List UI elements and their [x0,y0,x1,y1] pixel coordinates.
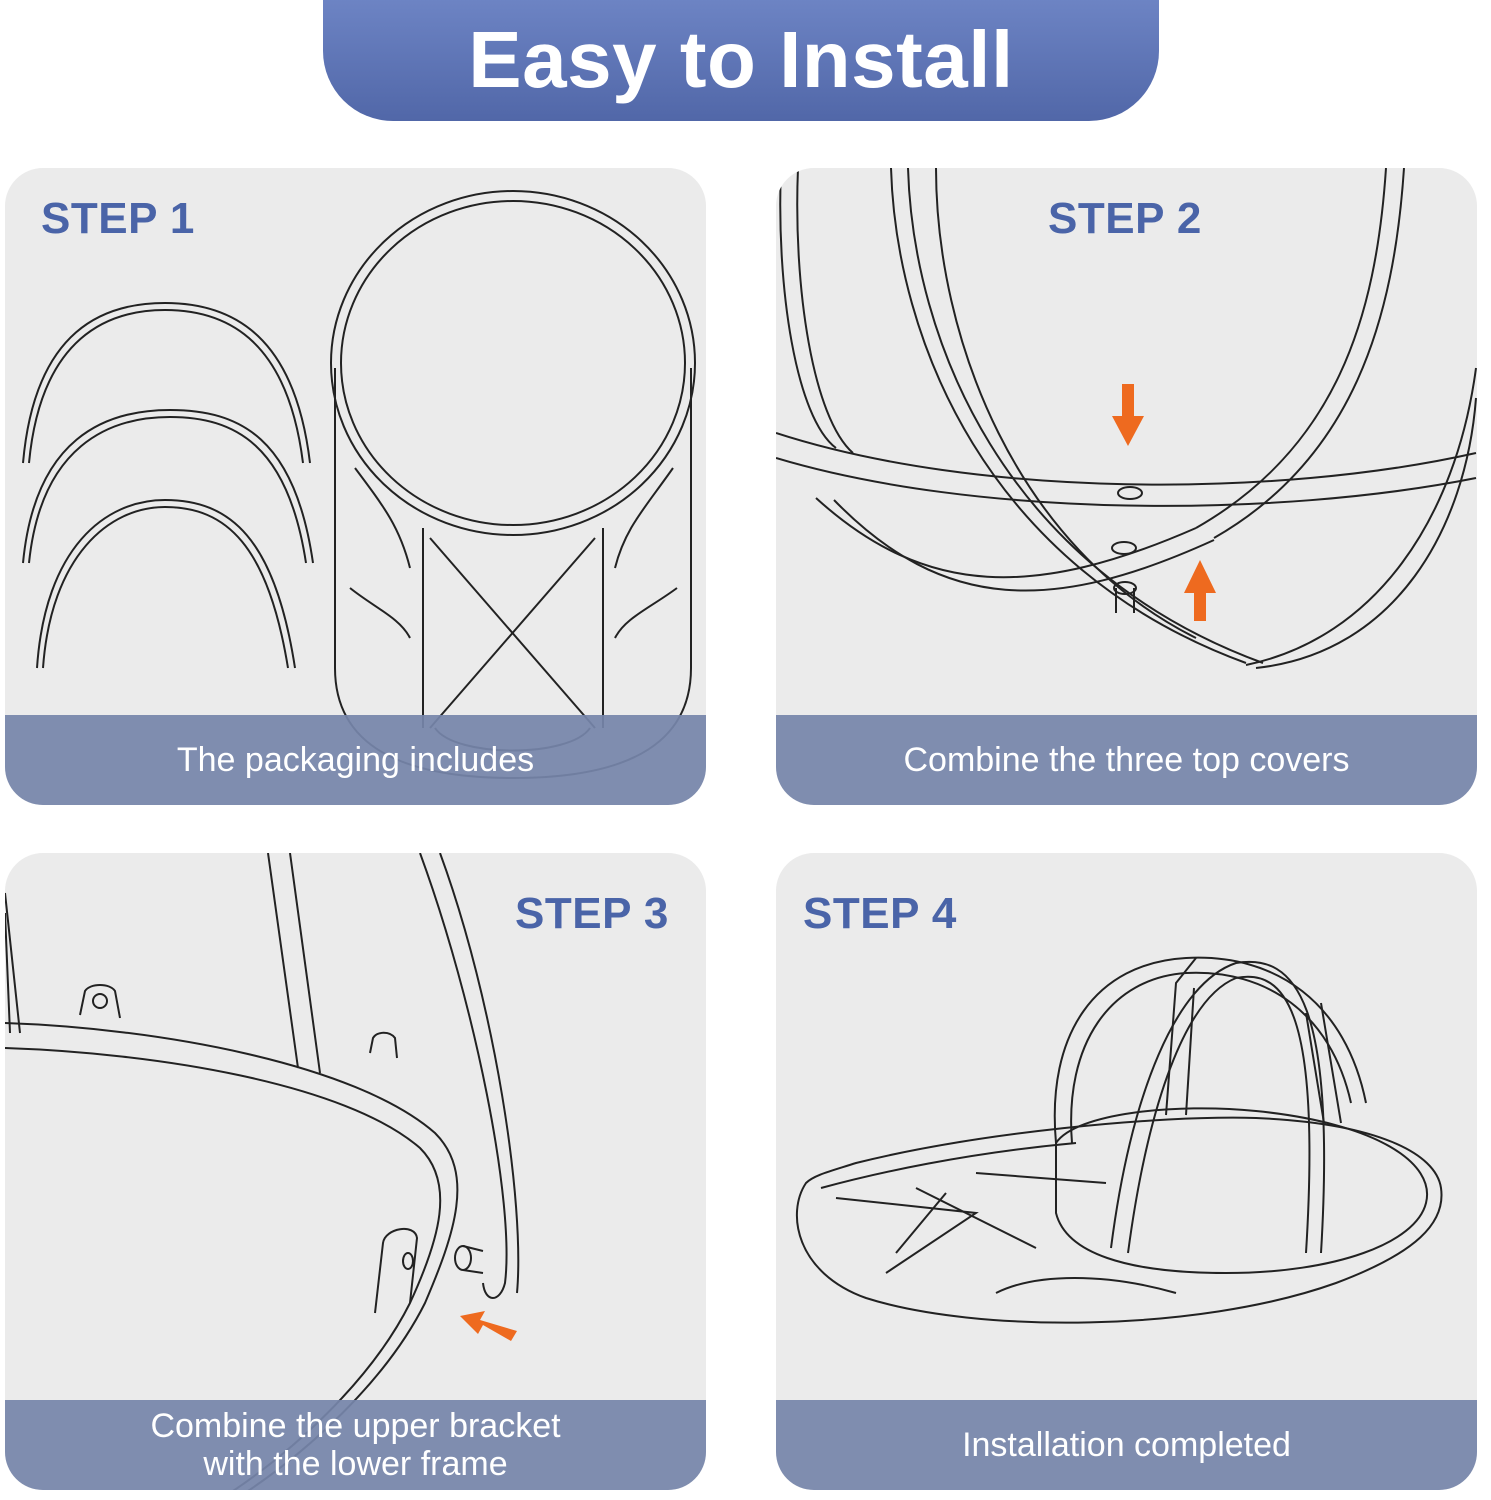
step-1-caption: The packaging includes [176,741,535,779]
step-1-card: STEP 1 The packaging includes [5,168,706,805]
page-title: Easy to Install [468,14,1014,104]
step-2-caption-bar: Combine the three top covers [776,715,1477,805]
step-1-label: STEP 1 [41,194,195,243]
step-4-label: STEP 4 [803,889,957,938]
step-4-caption: Installation completed [962,1426,1291,1464]
header-banner: Easy to Install [323,0,1159,121]
step-2-label: STEP 2 [1048,194,1202,243]
bracket-frame-illustration [5,853,520,1490]
step-3-caption: Combine the upper bracket with the lower… [150,1407,560,1483]
assembled-cap-frame-illustration [795,956,1443,1324]
parts-illustration [22,190,696,780]
step-3-label: STEP 3 [515,889,669,938]
top-covers-illustration [776,168,1477,669]
step-4-card: STEP 4 Installation completed [776,853,1477,1490]
step-1-caption-bar: The packaging includes [5,715,706,805]
step-2-caption: Combine the three top covers [903,741,1350,779]
step-3-card: STEP 3 Combine the upper bracket with th… [5,853,706,1490]
step-3-caption-line-1: Combine the upper bracket [150,1407,561,1445]
step-3-caption-bar: Combine the upper bracket with the lower… [5,1400,706,1490]
step-3-caption-line-2: with the lower frame [203,1445,508,1483]
step-2-card: STEP 2 Combine the three top covers [776,168,1477,805]
step-4-caption-bar: Installation completed [776,1400,1477,1490]
